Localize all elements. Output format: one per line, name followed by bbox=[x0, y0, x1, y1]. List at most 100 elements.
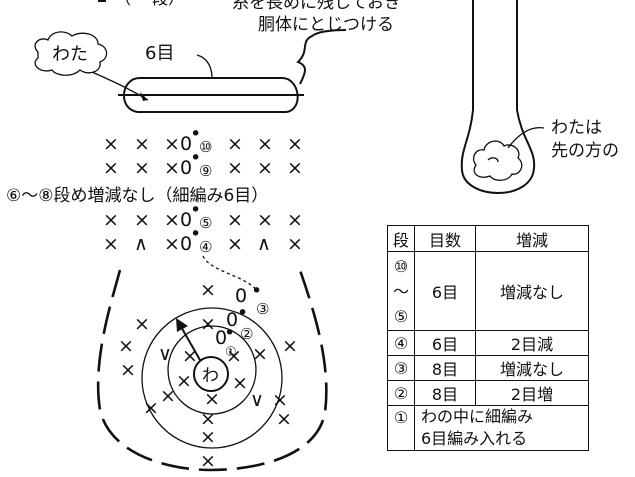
slip-stitch-icon: • bbox=[190, 147, 201, 169]
sc-icon: × bbox=[227, 233, 243, 255]
sc-icon: × bbox=[272, 389, 288, 411]
sc-icon: × bbox=[200, 408, 216, 430]
row-number-1: ① bbox=[225, 345, 237, 360]
round-2-circle bbox=[167, 325, 257, 415]
sc-icon: × bbox=[226, 345, 242, 367]
sc-icon: × bbox=[232, 372, 248, 394]
sc-icon: × bbox=[200, 313, 216, 335]
right-note-line-2: 先の方の bbox=[551, 141, 619, 161]
sc-icon: × bbox=[257, 133, 273, 155]
count-cell: 6目 bbox=[414, 330, 476, 356]
table-header-row: 段 目数 増減 bbox=[387, 225, 589, 252]
merged-instruction-cell: わの中に細編み 6目編み入れる bbox=[414, 405, 589, 451]
sc-icon: × bbox=[287, 233, 303, 255]
ring-label: わ bbox=[202, 366, 219, 386]
sc-icon: × bbox=[118, 335, 134, 357]
sc-icon: × bbox=[276, 408, 292, 430]
count-cell: 8目 bbox=[414, 380, 476, 406]
table-row: ① わの中に細編み 6目編み入れる bbox=[387, 405, 589, 451]
stuffing-icon bbox=[472, 140, 523, 181]
slip-stitch-icon: • bbox=[190, 223, 201, 245]
sc-icon: × bbox=[227, 209, 243, 231]
dan-cell: ④ bbox=[387, 330, 415, 356]
stitch-row-10: × × × 0 • ⑩ × × × bbox=[103, 123, 303, 156]
sc-icon: × bbox=[257, 209, 273, 231]
inc-icon: ∨ bbox=[250, 389, 264, 411]
dan-cell: ② bbox=[387, 380, 415, 406]
dan-end: ⑤ bbox=[393, 306, 409, 326]
inc-icon: ∨ bbox=[158, 343, 172, 365]
chain-icon: 0 bbox=[215, 327, 227, 349]
row-6-label: 6目 bbox=[145, 43, 174, 64]
stitch-row-4: × ∧ × 0 • ④ × ∧ × bbox=[103, 223, 303, 256]
sc-icon: × bbox=[282, 335, 298, 357]
note-line-1: 糸を長めに残しておき bbox=[232, 0, 401, 13]
sc-icon: × bbox=[134, 313, 150, 335]
change-cell: 増減なし bbox=[475, 355, 589, 381]
wata-cloud: わた bbox=[34, 31, 108, 76]
cloud-shape bbox=[34, 31, 108, 76]
header-change: 増減 bbox=[475, 225, 589, 252]
sc-icon: × bbox=[164, 233, 180, 255]
slip-stitch-icon: • bbox=[251, 280, 262, 302]
sc-icon: × bbox=[103, 157, 119, 179]
note-line-2: 胴体にとじつける bbox=[258, 15, 394, 35]
chain-icon: 0 bbox=[180, 157, 192, 179]
row-number-10: ⑩ bbox=[199, 138, 212, 156]
table-row: ③ 8目 増減なし bbox=[387, 355, 589, 381]
count-cell: 6目 bbox=[414, 251, 476, 331]
chain-icon: 0 bbox=[235, 285, 247, 307]
table-row: ⑩ 〜 ⑤ 6目 増減なし bbox=[387, 251, 589, 331]
row-number-3: ③ bbox=[256, 300, 269, 318]
dan-cell: ① bbox=[387, 405, 415, 451]
round-3-circle bbox=[141, 307, 283, 449]
dec-icon: ∧ bbox=[257, 233, 271, 255]
dec-icon: ∧ bbox=[134, 233, 148, 255]
sc-icon: × bbox=[257, 157, 273, 179]
table-row: ② 8目 2目増 bbox=[387, 380, 589, 406]
sc-icon: × bbox=[200, 450, 216, 472]
sc-icon: × bbox=[160, 385, 176, 407]
row-6-leader bbox=[196, 54, 213, 79]
change-cell: 増減なし bbox=[475, 251, 589, 331]
sc-icon: × bbox=[227, 157, 243, 179]
round-1-stitches: × × × × × 0 • ① bbox=[176, 322, 248, 410]
sc-icon: × bbox=[200, 426, 216, 448]
sc-icon: × bbox=[164, 133, 180, 155]
change-cell: 2目減 bbox=[475, 330, 589, 356]
sc-icon: × bbox=[134, 133, 150, 155]
sc-icon: × bbox=[287, 157, 303, 179]
sc-icon: × bbox=[134, 157, 150, 179]
row-number-5: ⑤ bbox=[199, 214, 212, 232]
row-number-4: ④ bbox=[199, 238, 212, 256]
direction-arrow bbox=[179, 324, 201, 361]
chain-icon: 0 bbox=[180, 233, 192, 255]
dan-range: 〜 bbox=[392, 281, 409, 301]
piece-bottom bbox=[460, 109, 536, 194]
sc-icon: × bbox=[134, 209, 150, 231]
sc-icon: × bbox=[103, 209, 119, 231]
arrow-head-icon bbox=[176, 318, 188, 332]
sc-icon: × bbox=[103, 233, 119, 255]
instruction-line-1: わの中に細編み bbox=[421, 407, 534, 426]
sc-icon: × bbox=[227, 133, 243, 155]
right-note-line-1: わたは bbox=[551, 118, 602, 138]
dan-cell: ⑩ 〜 ⑤ bbox=[387, 251, 415, 331]
rows-6-8-caption: ⑥〜⑧段め増減なし（細編み6目） bbox=[6, 186, 268, 206]
count-cell: 8目 bbox=[414, 355, 476, 381]
sc-icon: × bbox=[164, 157, 180, 179]
stitch-row-5: × × × 0 • ⑤ × × × bbox=[103, 199, 303, 232]
top-partial-label: （ 段） bbox=[98, 0, 184, 8]
row-connector bbox=[202, 255, 259, 293]
row-number-9: ⑨ bbox=[199, 162, 212, 180]
sc-icon: × bbox=[287, 133, 303, 155]
body-outline bbox=[96, 269, 328, 472]
yarn-tail bbox=[296, 29, 347, 85]
table-row: ④ 6目 2目減 bbox=[387, 330, 589, 356]
chain-icon: 0 bbox=[180, 209, 192, 231]
slip-stitch-icon: • bbox=[190, 123, 201, 145]
slip-stitch-icon: • bbox=[190, 199, 201, 221]
top-opening bbox=[123, 77, 299, 113]
header-dan: 段 bbox=[387, 225, 415, 252]
